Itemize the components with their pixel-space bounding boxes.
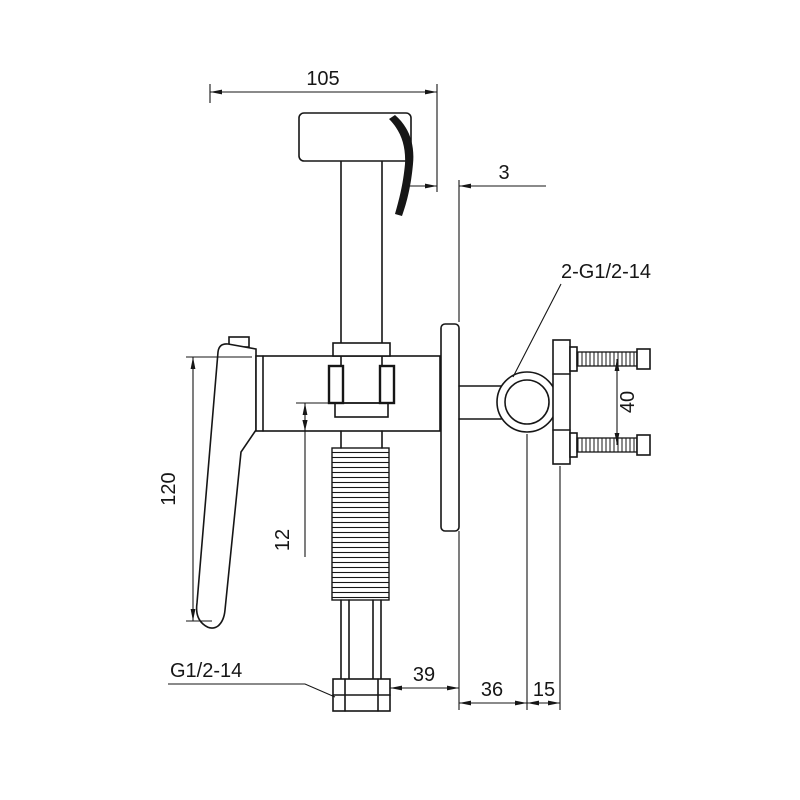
dim-15-label: 15 [533,679,555,701]
mounting-bracket [552,339,571,465]
dim-40-label: 40 [617,391,639,413]
dimension-120: 120 [158,356,252,622]
mixer-handle [195,336,257,629]
dimension-105: 105 [209,68,438,192]
hose-thread-callout: G1/2-14 [168,660,336,698]
wall-connector [458,371,558,433]
dimension-12: 12 [272,402,332,557]
sprayer-trigger [389,115,414,216]
dim-120-label: 120 [158,472,180,505]
dim-12-label: 12 [272,529,294,551]
sprayer-head [298,112,414,216]
wall-thread-callout: 2-G1/2-14 [512,261,651,378]
flexible-hose [331,430,391,712]
dimension-36-15: 36 15 [458,434,561,710]
dimension-40: 40 [614,359,639,445]
mounting-bolt-top [569,346,651,372]
wall-plate [440,323,460,532]
wall-thread-label: 2-G1/2-14 [561,261,651,283]
hose-nut [332,678,391,712]
valve-body [255,355,441,432]
mounting-bolt-bottom [569,432,651,458]
dim-39-label: 39 [413,664,435,686]
connector-inner-circle [504,379,550,425]
dimension-39: 39 [389,664,459,696]
hose-ribs [331,447,390,601]
dim-105-label: 105 [306,68,339,90]
dim-3-label: 3 [498,162,509,184]
dim-36-label: 36 [481,679,503,701]
sprayer-pipe [332,160,391,357]
dimension-3: 3 [404,162,546,322]
hose-thread-label: G1/2-14 [170,660,242,682]
